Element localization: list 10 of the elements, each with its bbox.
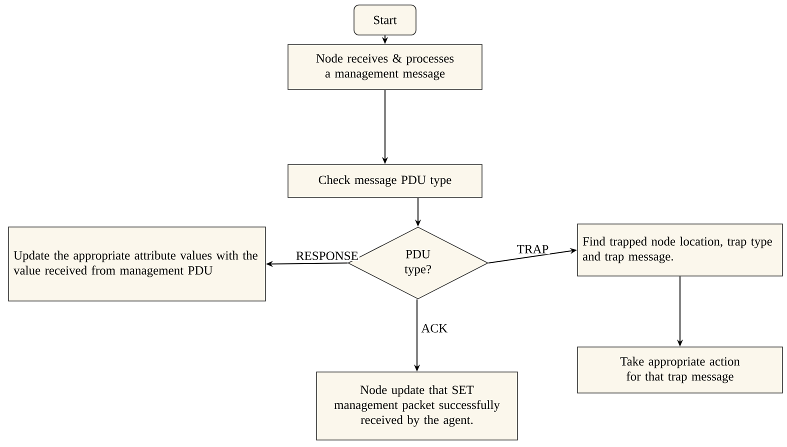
- process-box: Node update that SET management packet successfully received by the agent.: [316, 372, 518, 440]
- process-box: Find trapped node location, trap type and trap message.: [577, 224, 783, 276]
- process-box: Node receives & processes a management message: [288, 44, 482, 90]
- process-box: Update the appropriate attribute values with the value received from management PDU: [8, 226, 266, 302]
- edge-label: TRAP: [516, 244, 550, 254]
- edge-label: RESPONSE: [294, 250, 360, 262]
- edge-label: ACK: [420, 323, 449, 334]
- process-box: Take appropriate action for that trap message: [577, 346, 783, 394]
- process-box: Check message PDU type: [288, 164, 482, 198]
- start-box: Start: [354, 4, 416, 36]
